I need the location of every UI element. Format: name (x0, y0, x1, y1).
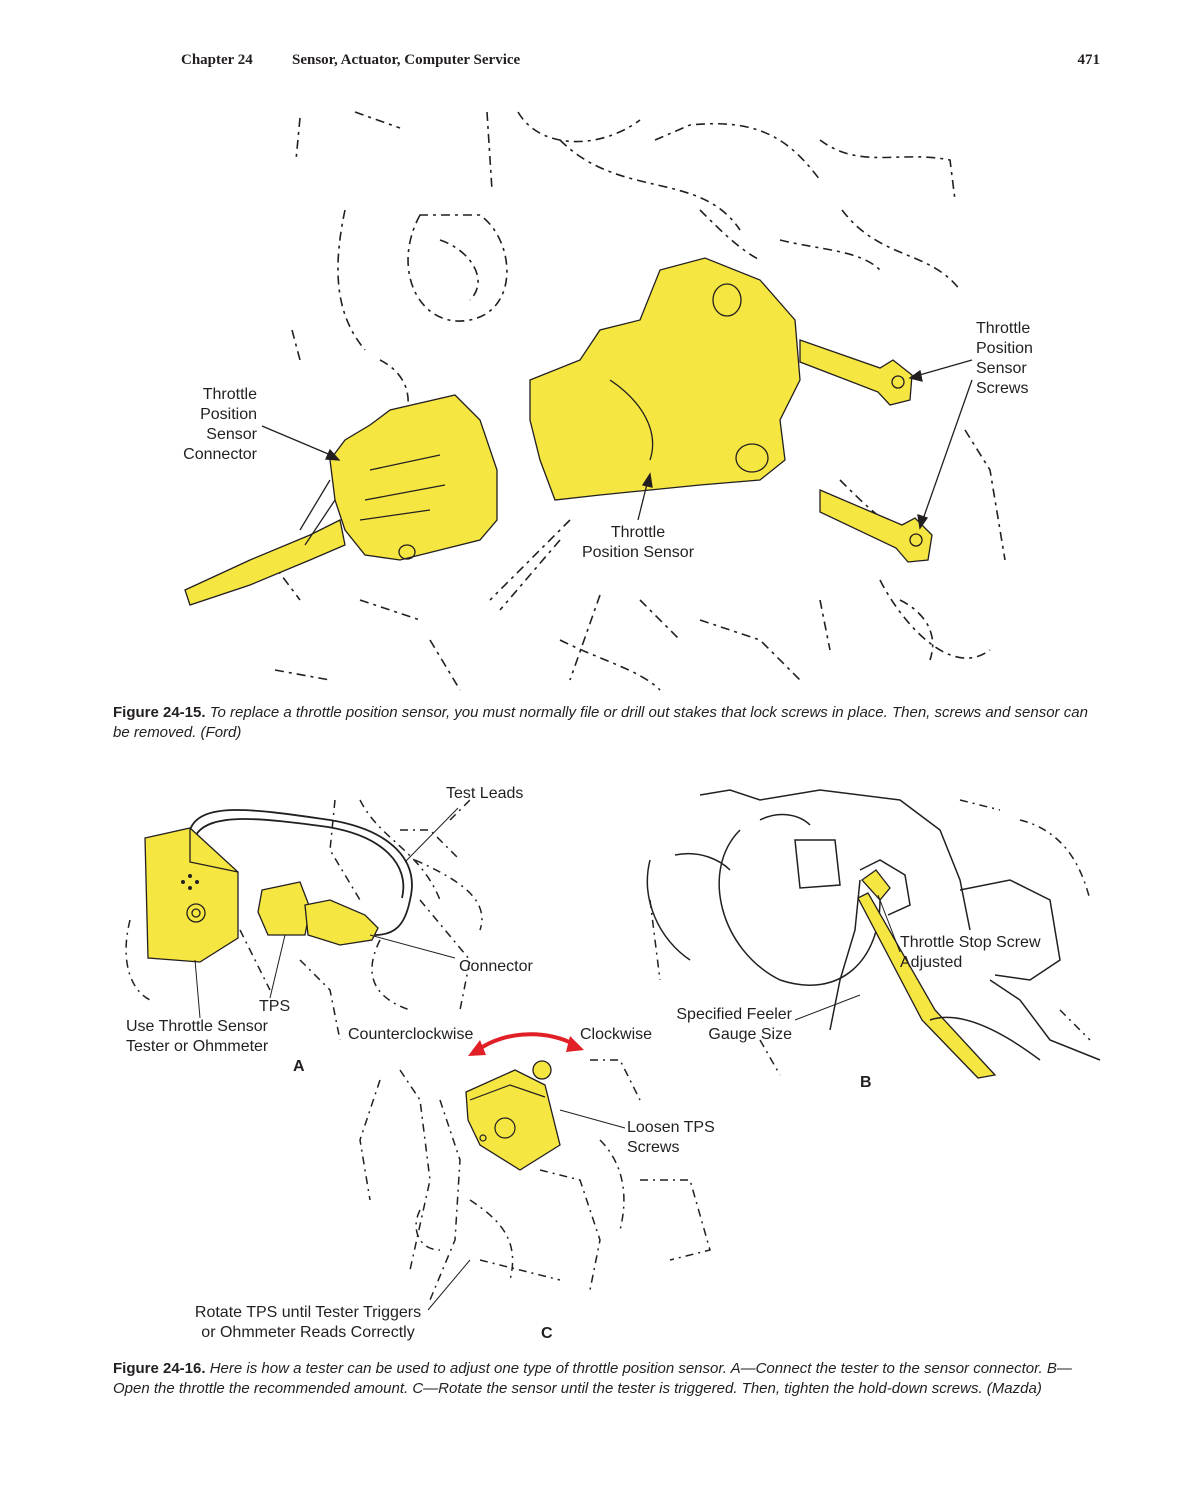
feeler-gauge (857, 869, 997, 1079)
figure-16-text: Here is how a tester can be used to adju… (113, 1360, 1072, 1397)
panel-c-letter: C (541, 1325, 553, 1342)
panel-a-letter: A (293, 1058, 305, 1075)
tester-dots (181, 874, 199, 890)
panel-c-tps (465, 1060, 561, 1171)
test-lead-wire (189, 809, 413, 936)
panel-c-detail (469, 1084, 546, 1142)
chapter-label: Chapter 24 (181, 52, 253, 68)
figure-15-caption: Figure 24-15. To replace a throttle posi… (113, 703, 1100, 743)
panel-c-linework (359, 1059, 711, 1301)
figure-16-caption: Figure 24-16. Here is how a tester can b… (113, 1359, 1100, 1399)
part-detail-lines (299, 283, 923, 560)
panel-a-linework (125, 799, 483, 1041)
chapter-title: Sensor, Actuator, Computer Service (292, 52, 521, 68)
test-leads-label: Test Leads (446, 785, 524, 802)
loosen-screws-label: Loosen TPS Screws (627, 1119, 715, 1156)
sensor-label: Throttle Position Sensor (581, 524, 695, 561)
connector-label: Throttle Position Sensor Connector (183, 386, 257, 463)
hand-outline (929, 1016, 1041, 1061)
rotation-arrow (468, 1032, 584, 1056)
panel-a-parts (144, 827, 379, 963)
tester-label: Use Throttle Sensor Tester or Ohmmeter (126, 1018, 269, 1055)
figure-16-number: Figure 24-16. (113, 1360, 206, 1377)
engine-linework (269, 111, 1006, 691)
clockwise-label: Clockwise (580, 1026, 653, 1043)
panel-b-letter: B (860, 1074, 872, 1091)
counterclockwise-label: Counterclockwise (348, 1026, 474, 1043)
stop-screw-label: Throttle Stop Screw Adjusted (900, 934, 1041, 971)
connector-label-16: Connector (459, 958, 533, 975)
running-header: Chapter 24 Sensor, Actuator, Computer Se… (181, 52, 1100, 74)
rotate-tps-label: Rotate TPS until Tester Triggers or Ohmm… (194, 1304, 422, 1341)
screws-label: Throttle Position Sensor Screws (976, 320, 1033, 397)
highlighted-parts (184, 257, 933, 606)
tps-label: TPS (259, 998, 291, 1015)
page-number: 471 (1077, 52, 1101, 68)
figure-15-text: To replace a throttle position sensor, y… (113, 704, 1088, 741)
feeler-gauge-label: Specified Feeler Gauge Size (676, 1006, 792, 1043)
figure-15-number: Figure 24-15. (113, 704, 206, 721)
leader-arrows (261, 359, 973, 530)
figure-15-illustration (184, 111, 1006, 691)
